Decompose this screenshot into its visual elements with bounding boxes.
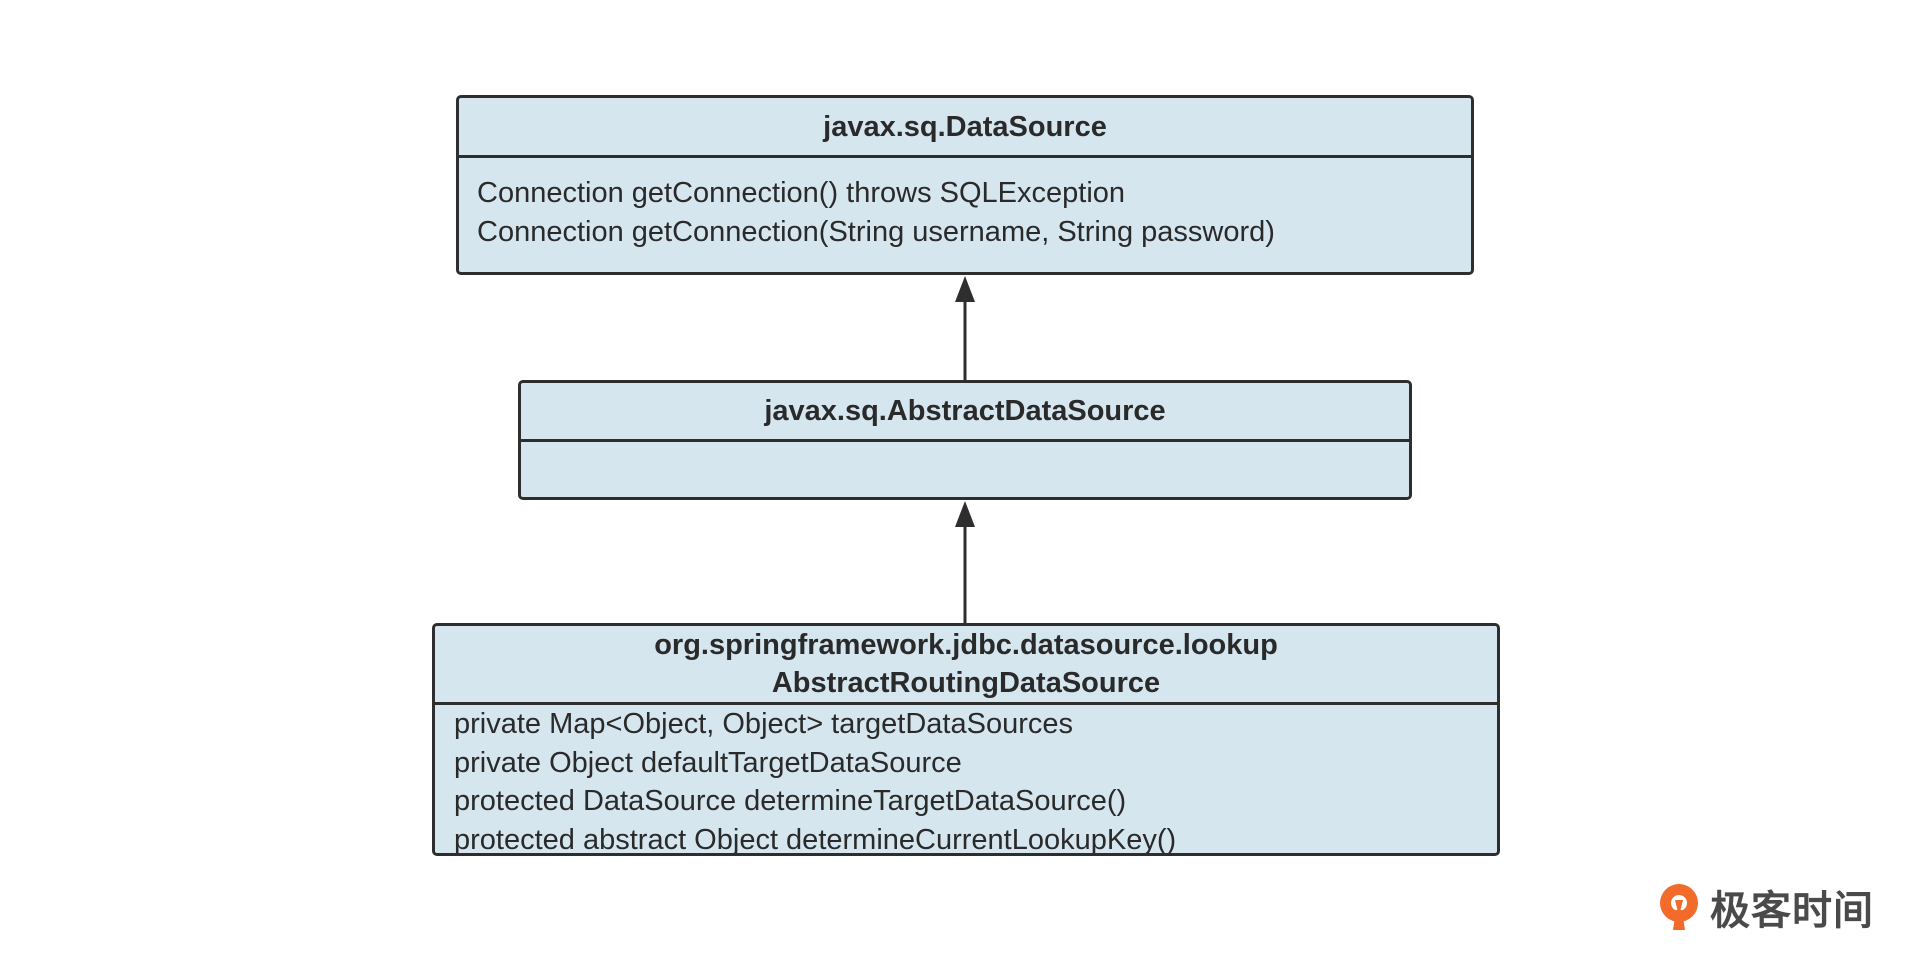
class-name-abstract-routing-datasource: org.springframework.jdbc.datasource.look… [435,626,1497,705]
member-line: protected DataSource determineTargetData… [454,785,1127,817]
member-line: private Object defaultTargetDataSource [454,746,962,779]
geektime-logo-icon [1660,884,1698,930]
class-name-abstract-datasource: javax.sq.AbstractDataSource [521,383,1409,442]
member-line: Connection getConnection(String username… [477,215,1275,248]
watermark-logo: 极客时间 [1654,878,1874,936]
class-name-line: javax.sq.AbstractDataSource [764,395,1166,427]
class-name-datasource: javax.sq.DataSource [459,98,1471,158]
watermark-text: 极客时间 [1710,888,1874,934]
class-box-datasource: javax.sq.DataSource Connection getConnec… [456,95,1474,275]
member-line: private Map<Object, Object> targetDataSo… [454,708,1073,740]
member-line: protected abstract Object determineCurre… [454,823,1177,856]
class-name-line: javax.sq.DataSource [823,110,1107,143]
class-name-line: AbstractRoutingDataSource [771,667,1161,699]
class-box-abstract-routing-datasource: org.springframework.jdbc.datasource.look… [432,623,1500,856]
class-members-datasource: Connection getConnection() throws SQLExc… [459,158,1471,251]
inheritance-arrowhead-ds [955,276,975,302]
class-box-abstract-datasource: javax.sq.AbstractDataSource [518,380,1412,500]
class-members-abstract-routing-datasource: private Map<Object, Object> targetDataSo… [435,705,1497,856]
inheritance-arrowhead-ads [955,501,975,527]
class-package-line: org.springframework.jdbc.datasource.look… [654,629,1278,661]
member-line: Connection getConnection() throws SQLExc… [477,177,1126,209]
